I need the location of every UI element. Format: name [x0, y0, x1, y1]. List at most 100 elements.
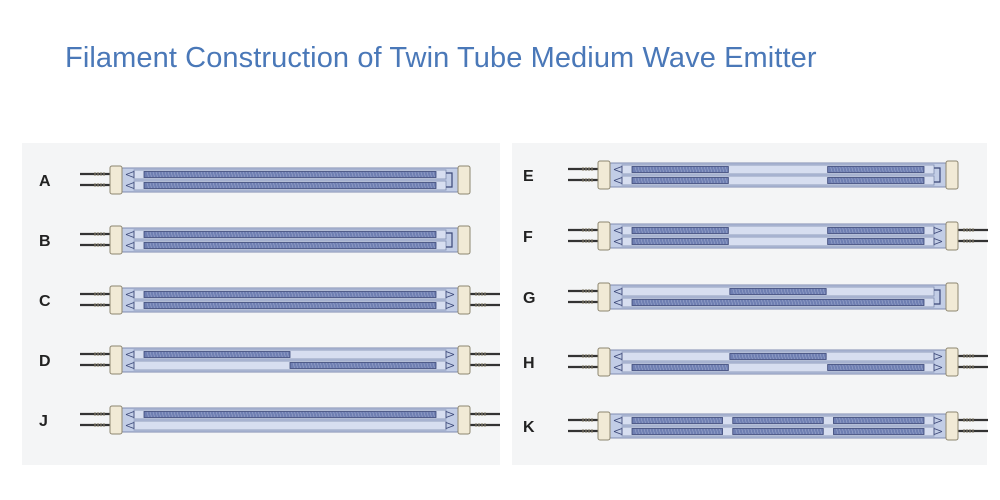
coil-turn — [908, 299, 911, 306]
coil-turn — [682, 227, 685, 234]
coil-turn — [643, 364, 646, 371]
end-cap — [457, 345, 471, 375]
coil-turn — [777, 353, 780, 360]
coil-turn — [378, 302, 381, 309]
filament-connector — [125, 170, 135, 179]
coil-turn — [366, 411, 369, 418]
coil-turn — [270, 171, 273, 178]
coil-turn — [215, 411, 219, 418]
coil-turn — [231, 231, 234, 238]
coil-turn — [324, 231, 327, 238]
coil-turn — [270, 231, 273, 238]
end-cap — [597, 411, 611, 441]
coil-turn — [387, 291, 390, 298]
coil-turn — [652, 417, 655, 424]
coil-turn — [366, 302, 369, 309]
coil-turn — [417, 302, 420, 309]
coil-turn — [351, 242, 354, 249]
coil-turn — [378, 182, 381, 189]
coil-turn — [261, 291, 264, 298]
coil-turn — [863, 227, 866, 234]
coil-turn — [363, 302, 366, 309]
filament-coil-top — [143, 171, 437, 178]
coil-turn — [270, 242, 273, 249]
coil-turn — [152, 351, 155, 358]
coil-turn — [155, 231, 158, 238]
coil-turn — [414, 182, 417, 189]
coil-turn — [685, 166, 688, 173]
coil-turn — [402, 182, 405, 189]
coil-turn — [649, 417, 652, 424]
coil-turn — [917, 428, 920, 435]
coil-turn — [228, 171, 231, 178]
coil-turn — [848, 428, 851, 435]
coil-turn — [158, 182, 161, 189]
coil-turn — [798, 417, 801, 424]
coil-turn — [285, 291, 288, 298]
coil-turn — [667, 299, 670, 306]
coil-turn — [309, 242, 312, 249]
end-cap — [457, 225, 471, 255]
coil-turn — [426, 242, 429, 249]
coil-turn — [872, 364, 875, 371]
coil-turn — [735, 353, 738, 360]
coil-turn — [899, 428, 902, 435]
coil-turn — [429, 231, 432, 238]
coil-turn — [191, 291, 194, 298]
coil-turn — [842, 364, 845, 371]
coil-turn — [411, 302, 414, 309]
coil-turn — [655, 428, 658, 435]
coil-turn — [348, 242, 351, 249]
coil-turn — [390, 231, 393, 238]
coil-turn — [149, 182, 152, 189]
coil-turn — [908, 177, 911, 184]
coil-turn — [378, 411, 381, 418]
end-cap — [109, 405, 123, 435]
filament-coil-bottom — [143, 182, 437, 189]
coil-turn — [747, 428, 750, 435]
coil-turn — [753, 417, 756, 424]
coil-turn — [774, 417, 777, 424]
coil-turn — [686, 417, 689, 424]
coil-turn — [315, 302, 318, 309]
coil-turn — [243, 231, 246, 238]
coil-turn — [324, 291, 327, 298]
coil-turn — [179, 182, 182, 189]
coil-turn — [309, 182, 312, 189]
coil-turn — [836, 364, 839, 371]
coil-turn — [288, 291, 291, 298]
coil-turn — [637, 238, 640, 245]
coil-turn — [783, 288, 786, 295]
coil-turn — [420, 231, 423, 238]
coil-turn — [161, 242, 164, 249]
coil-turn — [706, 364, 710, 371]
coil-turn — [224, 231, 228, 238]
coil-turn — [408, 291, 411, 298]
coil-turn — [414, 302, 417, 309]
coil-turn — [177, 351, 180, 358]
coil-turn — [179, 302, 182, 309]
coil-turn — [273, 171, 276, 178]
coil-turn — [875, 428, 878, 435]
coil-turn — [206, 411, 210, 418]
coil-turn — [393, 171, 396, 178]
coil-turn — [333, 242, 336, 249]
coil-turn — [851, 299, 854, 306]
coil-turn — [807, 288, 810, 295]
coil-turn — [149, 291, 152, 298]
coil-turn — [896, 238, 899, 245]
coil-turn — [813, 428, 816, 435]
coil-turn — [824, 299, 827, 306]
coil-turn — [146, 351, 149, 358]
coil-turn — [291, 242, 294, 249]
coil-turn — [851, 428, 854, 435]
coil-turn — [643, 227, 646, 234]
filament-connector — [445, 421, 455, 430]
coil-turn — [917, 364, 920, 371]
coil-turn — [722, 364, 725, 371]
coil-turn — [399, 362, 402, 369]
coil-turn — [902, 428, 905, 435]
coil-turn — [206, 171, 210, 178]
coil-turn — [261, 411, 264, 418]
coil-turn — [330, 171, 333, 178]
